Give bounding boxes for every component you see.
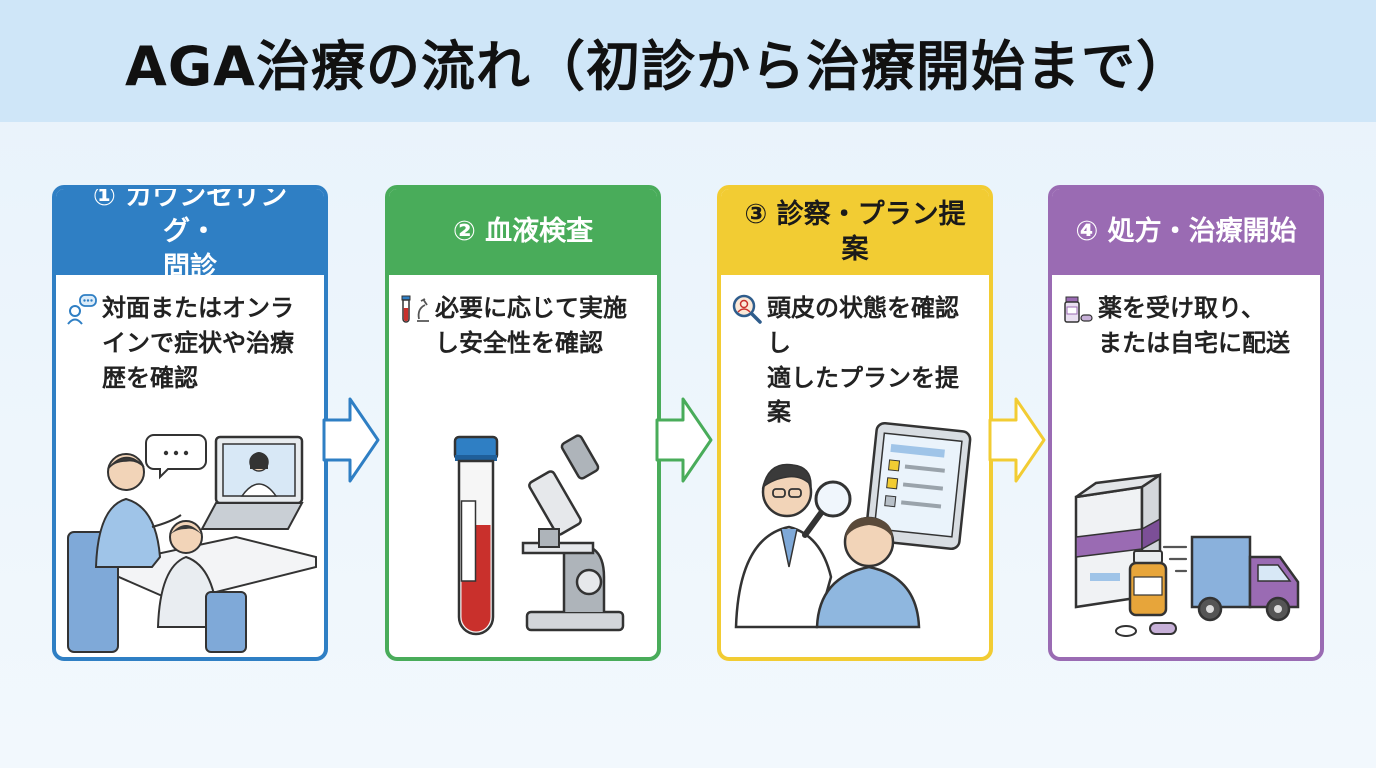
- step-text-line: 歴を確認: [102, 363, 198, 392]
- step-text-line: 頭皮の状態を確認し: [767, 294, 959, 357]
- step-description: 対面またはオンラ インで症状や治療 歴を確認: [56, 275, 324, 395]
- step-text-line: 薬を受け取り、: [1098, 294, 1266, 322]
- step-description: 薬を受け取り、 または自宅に配送: [1052, 275, 1320, 361]
- step-heading: ④ 処方・治療開始: [1052, 189, 1320, 275]
- delivery-illustration: [1074, 472, 1300, 637]
- counseling-illustration: [67, 434, 317, 653]
- medicine-bottle-icon: [1064, 296, 1093, 323]
- step-text-line: 対面またはオンラ: [102, 294, 294, 322]
- arrow-right-icon: [988, 397, 1046, 483]
- step-heading: ① カウンセリング・ 問診: [56, 189, 324, 283]
- step-text-line: インで症状や治療: [102, 328, 294, 357]
- step-card-prescription: ④ 処方・治療開始 薬を受け取り、 または自宅に配送: [1048, 185, 1324, 661]
- step-description: 必要に応じて実施 し安全性を確認: [389, 275, 657, 361]
- step-description: 頭皮の状態を確認し 適したプランを提案: [721, 275, 989, 430]
- arrow-right-icon: [322, 397, 380, 483]
- step-text-line: または自宅に配送: [1098, 328, 1290, 357]
- chat-icon: [67, 294, 97, 325]
- step-heading-line2: 問診: [163, 251, 217, 283]
- page-title: AGA治療の流れ（初診から治療開始まで）: [125, 34, 1191, 98]
- step-card-blood-test: ② 血液検査 必要に応じて実施 し安全性を確認: [385, 185, 661, 661]
- arrow-right-icon: [655, 397, 713, 483]
- consultation-illustration: [734, 421, 972, 629]
- step-card-consultation: ③ 診察・プラン提案 頭皮の状態を確認し 適したプランを提案: [717, 185, 993, 661]
- test-tube-icon: [401, 295, 429, 323]
- step-heading-line1: ① カウンセリング・: [92, 185, 288, 248]
- step-text-line: 適したプランを提案: [767, 363, 959, 427]
- step-heading: ② 血液検査: [389, 189, 657, 275]
- step-text-line: 必要に応じて実施: [435, 294, 627, 322]
- magnifier-icon: [732, 294, 762, 324]
- step-text-line: し安全性を確認: [435, 328, 603, 357]
- header-banner: AGA治療の流れ（初診から治療開始まで）: [0, 0, 1376, 122]
- step-card-counseling: ① カウンセリング・ 問診 対面またはオンラ インで症状や治療 歴を確認: [52, 185, 328, 661]
- step-heading: ③ 診察・プラン提案: [721, 189, 989, 275]
- lab-illustration: [453, 434, 625, 636]
